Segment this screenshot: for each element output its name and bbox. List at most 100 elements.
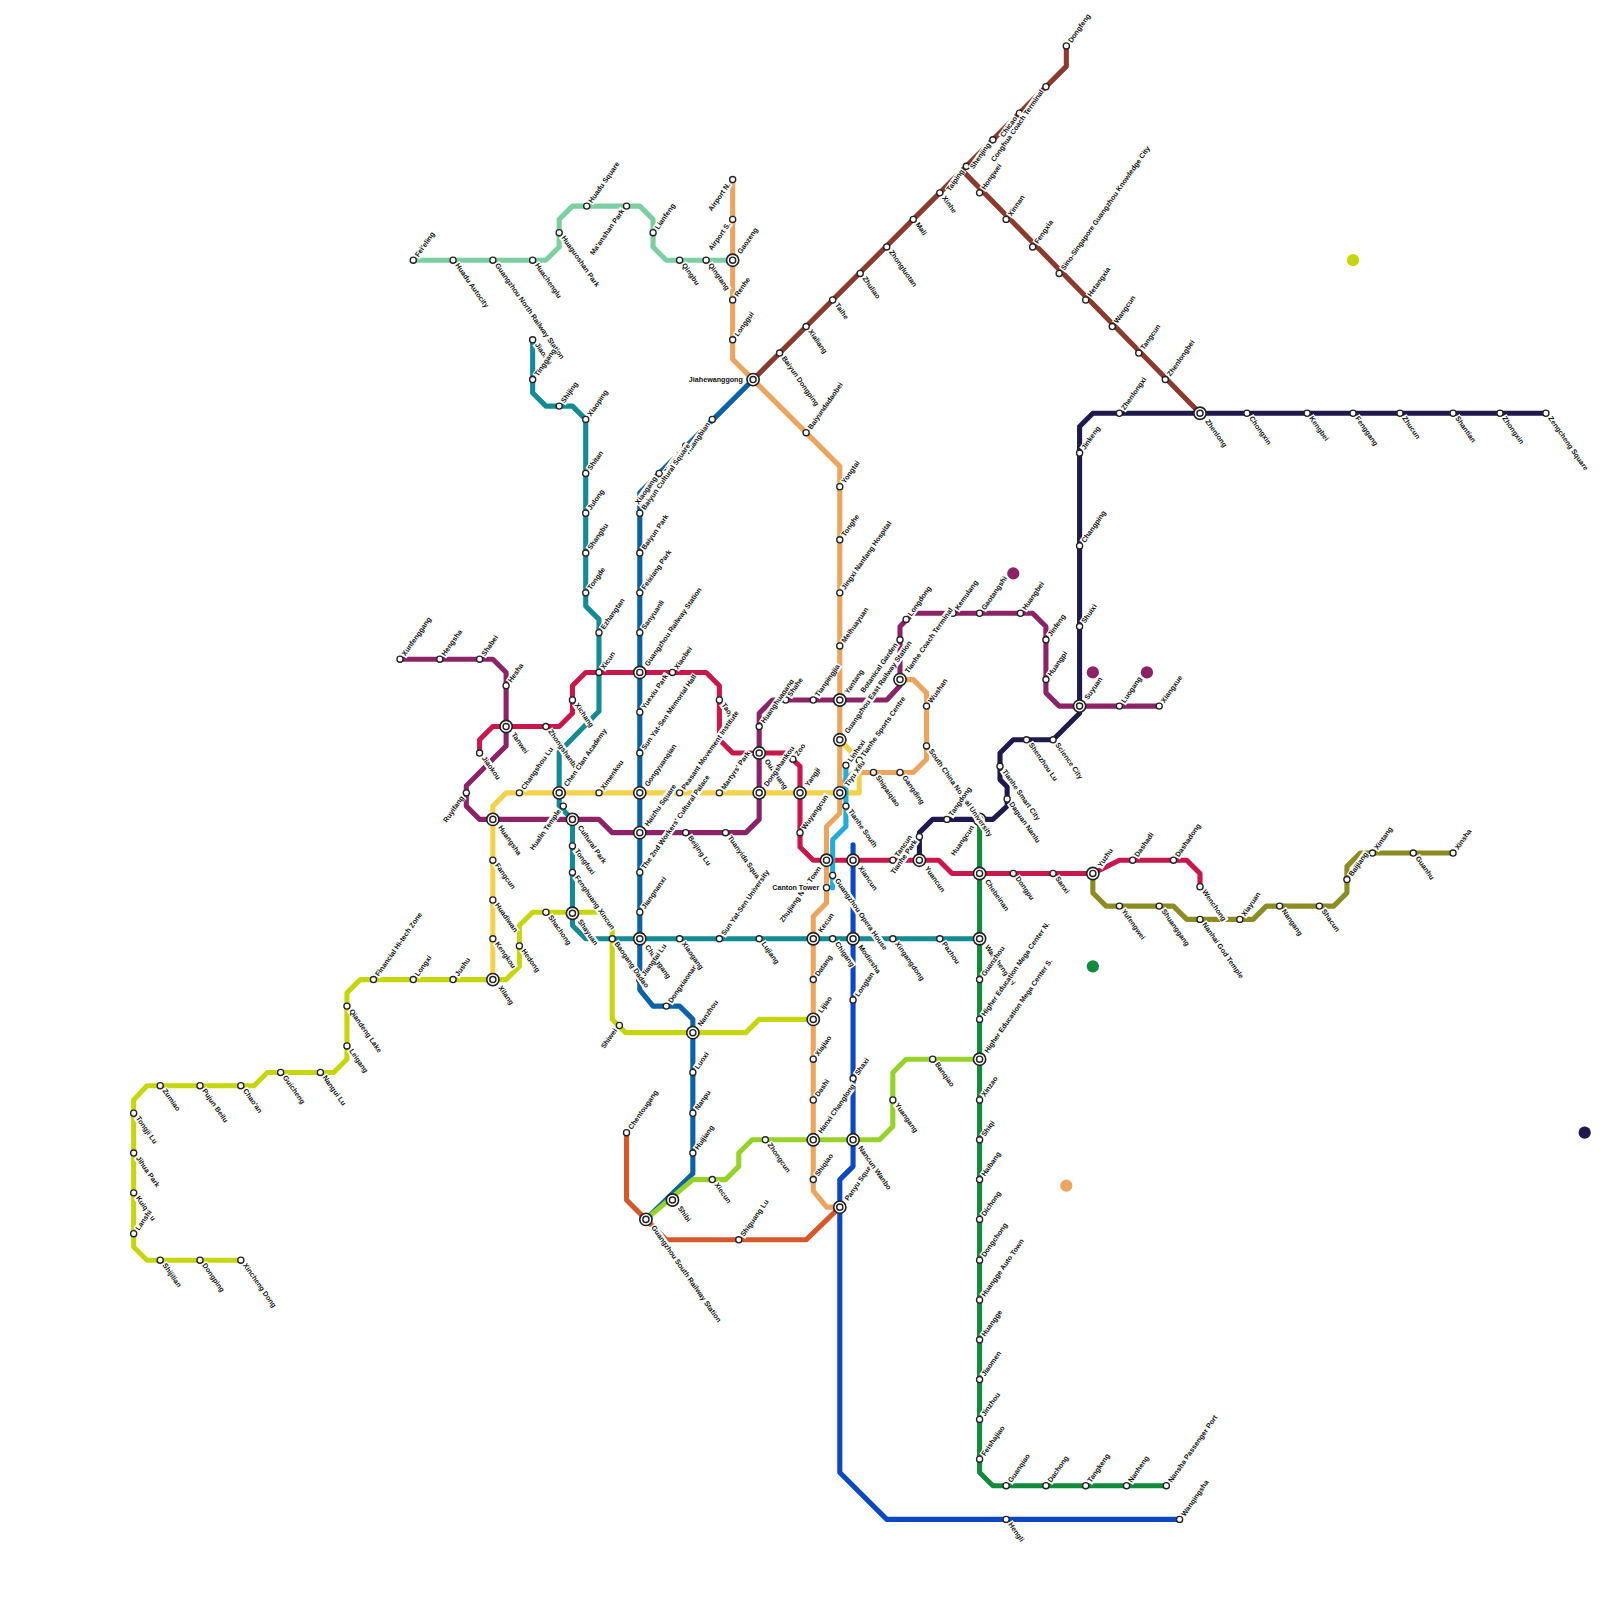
station-marker [977, 1297, 983, 1303]
station-marker [487, 813, 499, 825]
station-label: Zhongluotan [886, 248, 919, 290]
station-marker [637, 830, 643, 836]
station-label: Dongfeng [1066, 12, 1093, 46]
station-label: Chongxin [1247, 414, 1274, 447]
station-label: Shuanggang [1159, 907, 1192, 949]
station-marker [516, 790, 522, 796]
station-marker [1090, 870, 1096, 876]
station-marker [1063, 43, 1069, 49]
station-label: Shitan [585, 449, 605, 473]
station-marker [1043, 84, 1049, 90]
station-label: Airport S. [706, 220, 733, 253]
station-marker [1116, 703, 1122, 709]
station-marker [623, 1130, 629, 1136]
station-marker [847, 933, 859, 945]
station-label: Dongxiaonan [666, 962, 700, 1005]
station-marker [736, 1237, 742, 1243]
station-label: Changping [1079, 508, 1108, 545]
station-label: Zhenlongxi [1119, 375, 1149, 413]
station-marker [977, 1337, 983, 1343]
station-label: Huangsha [496, 823, 524, 858]
station-label: Huadiwan [493, 901, 520, 935]
station-label: Tangkeng [1085, 1451, 1112, 1485]
station-label: Hongwei [979, 161, 1004, 192]
station-label: Dashadong [1173, 821, 1203, 859]
station-label: Fangcun [493, 861, 518, 892]
station-marker [637, 709, 643, 715]
station-label: Taihe [832, 301, 850, 322]
station-marker [556, 403, 562, 409]
station-label: Shayuan [575, 917, 600, 948]
metro-line [962, 170, 1200, 413]
station-marker [730, 337, 736, 343]
station-label: Gaozeng [735, 225, 760, 256]
station-marker [977, 1177, 983, 1183]
station-marker [1003, 216, 1009, 222]
station-label: Sun Yat-Sen Memorial Hall [640, 672, 699, 752]
station-marker [569, 910, 575, 916]
station-marker [487, 973, 499, 985]
station-marker [756, 790, 762, 796]
station-marker [847, 854, 859, 866]
line-dot [1060, 1180, 1072, 1192]
station-label: Fenggang [1353, 414, 1380, 448]
station-label: Fengxia [1032, 218, 1055, 246]
station-marker [756, 750, 762, 756]
station-label: Dongping [200, 1261, 227, 1295]
station-label: Baiyun Park [640, 512, 672, 552]
station-label: Pazhou [940, 939, 962, 966]
station-label: Jinfeng [1046, 612, 1068, 639]
station-label: Xinsha [1453, 827, 1474, 853]
metro-line [493, 740, 859, 980]
station-label: Canton Tower [771, 884, 820, 892]
station-marker [843, 762, 849, 768]
station-label: Jihua Park [133, 1154, 162, 1190]
station-label: Jiaokou [479, 754, 502, 782]
station-label: Shiguang Lu [738, 1197, 771, 1239]
station-label: Yufengwei [1119, 907, 1147, 942]
station-label: Tangcun [1138, 322, 1163, 352]
station-label: Yongtai [840, 459, 863, 486]
station-label: Huadu Autocity [453, 261, 491, 310]
station-marker [623, 203, 629, 209]
station-marker [503, 683, 509, 689]
station-label: Xingangdong [893, 939, 927, 983]
station-label: Sanxi [1053, 874, 1072, 896]
station-marker [977, 1257, 983, 1263]
station-label: Fei'eling [413, 230, 437, 260]
station-label: Baiyun Dongping [779, 354, 821, 409]
station-marker [569, 816, 575, 822]
station-label: Wanqingsha [1179, 1478, 1211, 1519]
station-marker [916, 834, 922, 840]
station-marker [977, 1416, 983, 1422]
station-label: Chentougang [626, 1088, 660, 1132]
station-marker [410, 257, 416, 263]
station-marker [977, 977, 983, 983]
station-label: Wuyangcun [800, 793, 831, 832]
station-label: Guangzhou North Railway Station [493, 261, 567, 362]
station-marker [553, 787, 565, 799]
station-marker [977, 1016, 983, 1022]
line-dot [1087, 960, 1099, 972]
station-label: Huangpi [1046, 649, 1070, 679]
station-marker [990, 137, 996, 143]
station-marker [730, 297, 736, 303]
station-label: Shiqiao [813, 1151, 836, 1178]
station-marker [716, 936, 722, 942]
station-label: Huachenglu [532, 261, 563, 301]
station-marker [810, 936, 816, 942]
station-label: Wangcun [1112, 293, 1138, 325]
station-marker [1017, 610, 1023, 616]
station-marker [1073, 700, 1085, 712]
station-marker [687, 1027, 699, 1039]
station-label: Kengkou [493, 939, 518, 970]
station-marker [1123, 1483, 1129, 1489]
station-marker [690, 1110, 696, 1116]
station-label: Dongchong [979, 1221, 1010, 1260]
station-label: Ximenkou [599, 758, 626, 792]
station-marker [437, 656, 443, 662]
station-label: Xincheng Dong [241, 1261, 279, 1310]
station-marker [666, 1194, 678, 1206]
station-marker [1116, 410, 1122, 416]
